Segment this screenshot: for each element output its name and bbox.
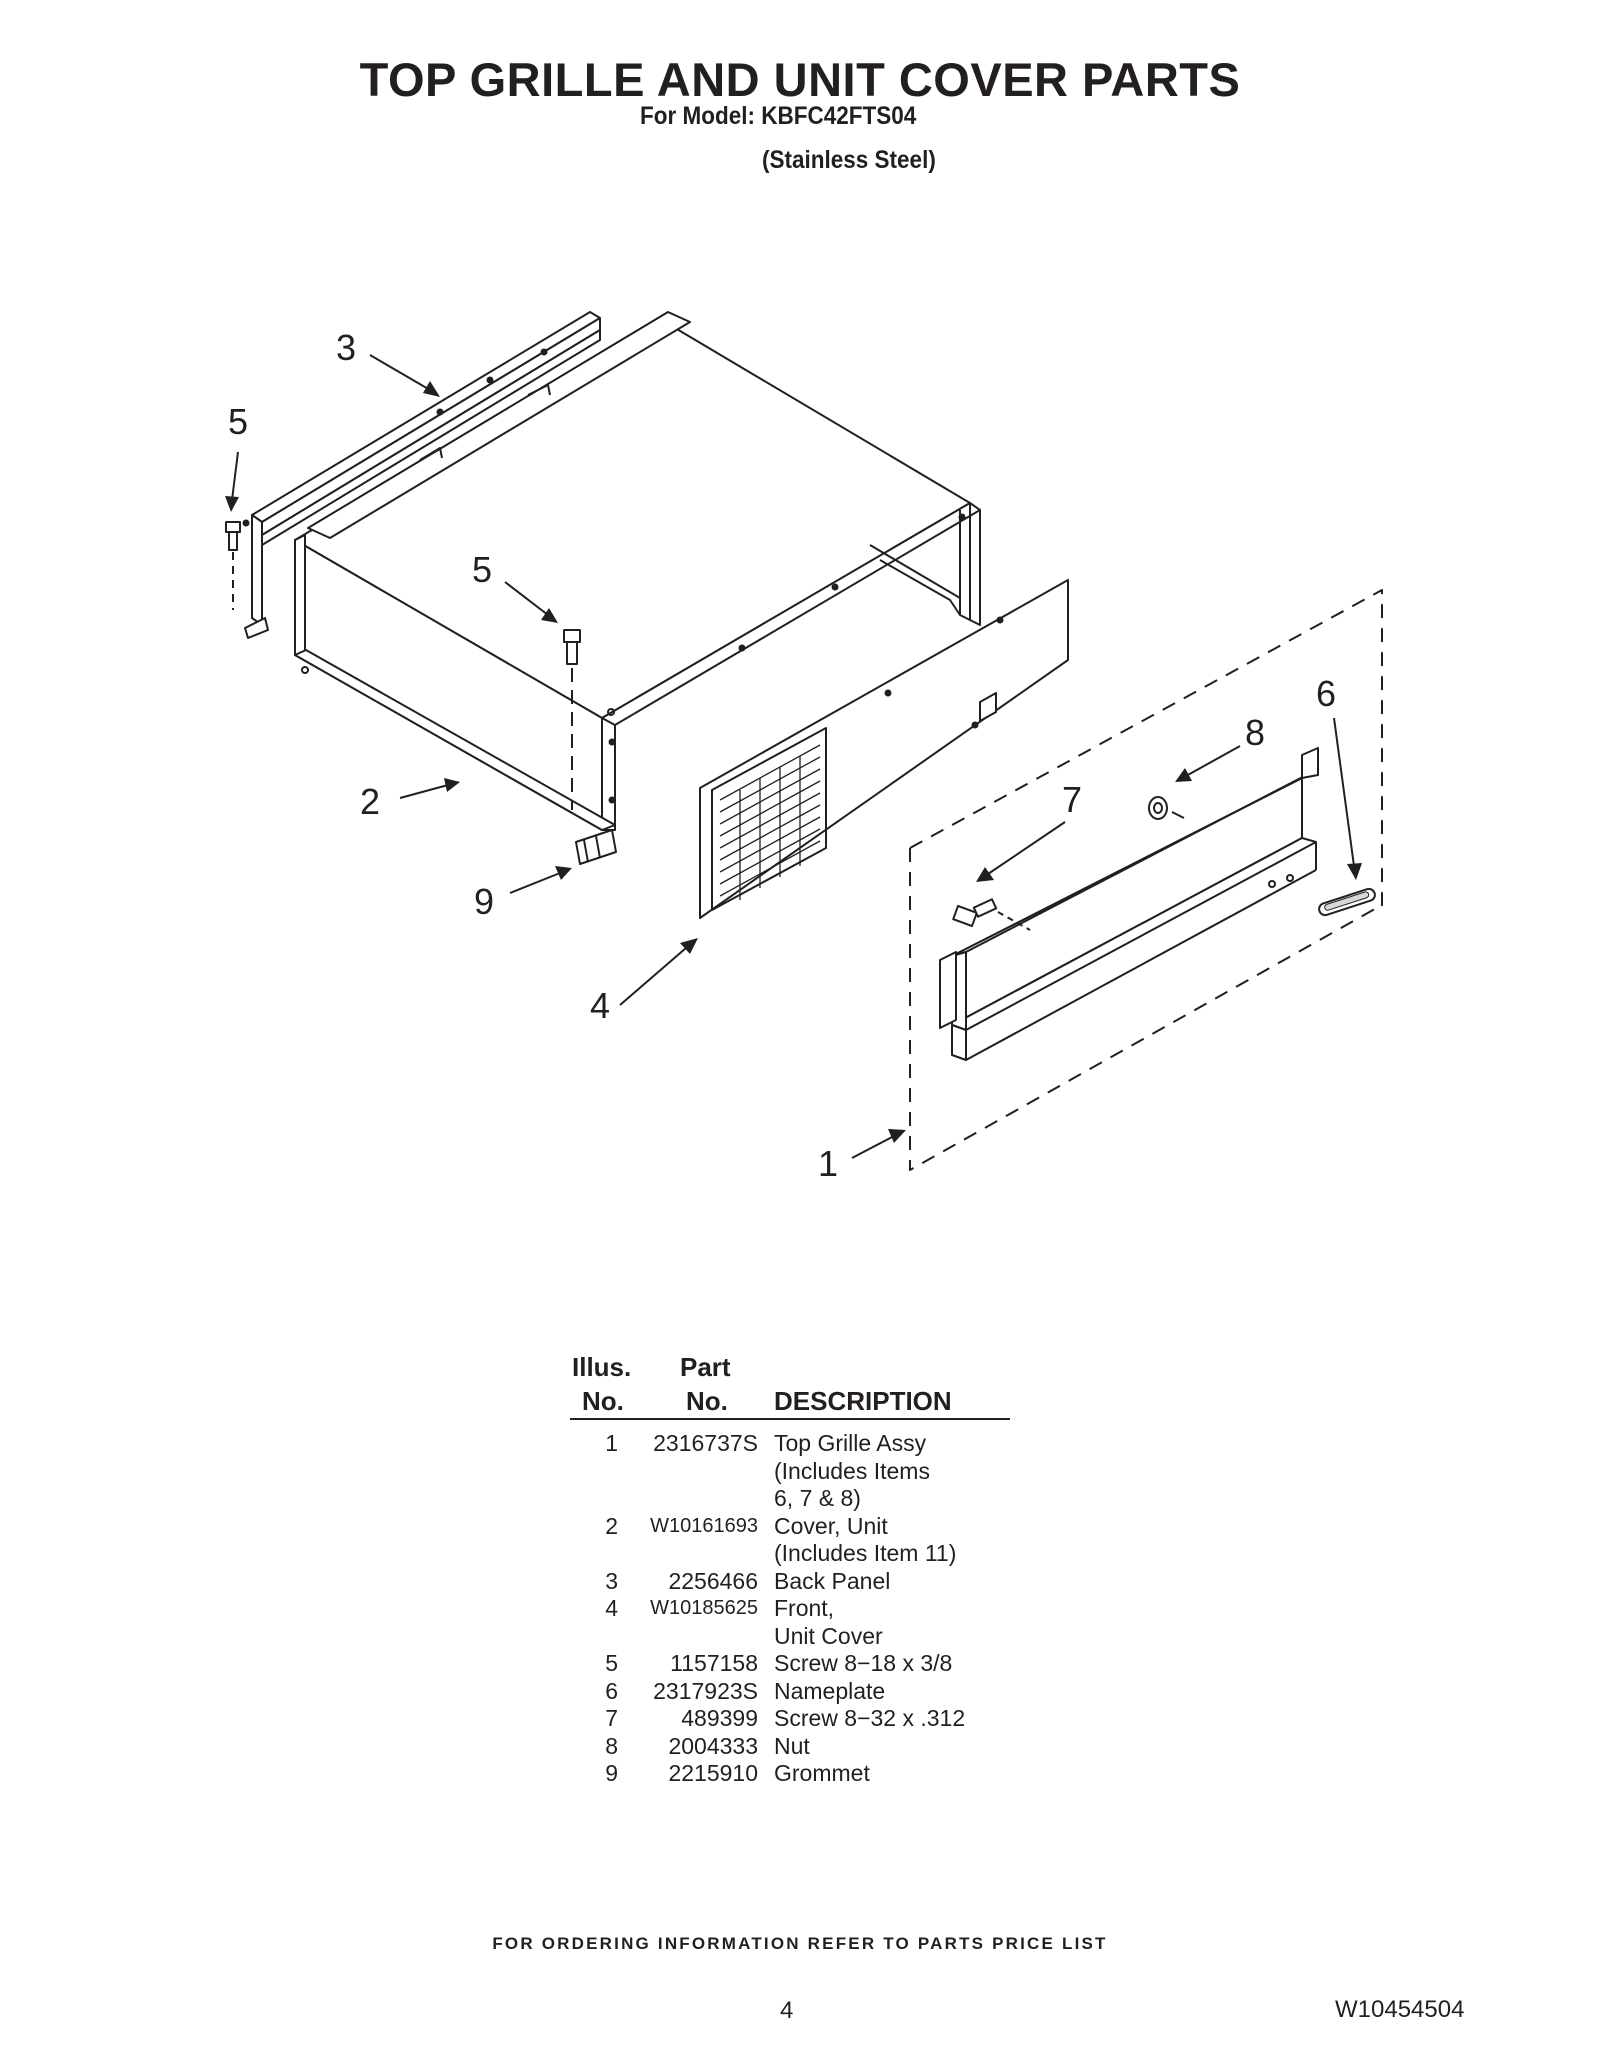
screw-part-5-center bbox=[563, 629, 581, 810]
callout-7: 7 bbox=[1062, 779, 1083, 820]
table-row: 2 W10161693 Cover, Unit bbox=[570, 1513, 1010, 1541]
model-line: For Model: KBFC42FTS04 bbox=[640, 102, 917, 130]
table-row: 7 489399 Screw 8−32 x .312 bbox=[570, 1705, 1010, 1733]
part-no: W10185625 bbox=[650, 1597, 758, 1619]
model-variant: (Stainless Steel) bbox=[762, 146, 936, 174]
illus-no bbox=[570, 1458, 618, 1486]
illus-no: 7 bbox=[605, 1705, 618, 1731]
table-row: 8 2004333 Nut bbox=[570, 1733, 1010, 1761]
front-unit-cover-part bbox=[699, 579, 1069, 919]
part-no bbox=[618, 1623, 758, 1651]
callout-9: 9 bbox=[474, 881, 495, 922]
table-row: 3 2256466 Back Panel bbox=[570, 1568, 1010, 1596]
header-part-line1: Part bbox=[680, 1352, 731, 1382]
part-no: 2004333 bbox=[668, 1732, 758, 1759]
parts-table-header: Illus. No. Part No. DESCRIPTION bbox=[570, 1352, 1010, 1420]
part-no: W10161693 bbox=[650, 1514, 758, 1537]
page-number: 4 bbox=[780, 1997, 794, 2024]
table-row: (Includes Items bbox=[570, 1458, 1010, 1486]
table-row: Unit Cover bbox=[570, 1623, 1010, 1651]
callout-6: 6 bbox=[1316, 673, 1337, 714]
callout-8: 8 bbox=[1245, 712, 1266, 753]
illus-no: 3 bbox=[605, 1567, 618, 1594]
part-description: Cover, Unit bbox=[774, 1512, 888, 1539]
table-row: 6 2317923S Nameplate bbox=[570, 1678, 1010, 1706]
header-part-line2: No. bbox=[686, 1386, 728, 1416]
callout-5-left: 5 bbox=[228, 401, 249, 442]
illus-no: 4 bbox=[605, 1595, 618, 1621]
screw-part-5-left bbox=[225, 521, 241, 610]
part-description: Screw 8−32 x .312 bbox=[774, 1705, 966, 1731]
exploded-parts-diagram bbox=[225, 311, 1383, 1171]
part-no: 2316737S bbox=[653, 1430, 758, 1456]
screw-part-7 bbox=[952, 898, 1031, 931]
callout-3: 3 bbox=[336, 327, 357, 368]
part-no: 2256466 bbox=[668, 1567, 758, 1594]
page-title: TOP GRILLE AND UNIT COVER PARTS bbox=[359, 53, 1241, 106]
callout-5-center: 5 bbox=[472, 549, 493, 590]
illus-no bbox=[570, 1540, 618, 1568]
illus-no: 2 bbox=[605, 1512, 618, 1539]
part-description: (Includes Items bbox=[774, 1457, 930, 1484]
part-no: 2317923S bbox=[653, 1677, 758, 1704]
parts-table-body: 1 2316737S Top Grille Assy (Includes Items… bbox=[570, 1430, 1010, 1788]
table-row: 4 W10185625 Front, bbox=[570, 1595, 1010, 1623]
table-row: 1 2316737S Top Grille Assy bbox=[570, 1430, 1010, 1458]
table-row: 6, 7 & 8) bbox=[570, 1485, 1010, 1513]
part-description: Unit Cover bbox=[774, 1622, 883, 1649]
top-grille-assembly bbox=[909, 589, 1383, 1171]
part-description: Top Grille Assy bbox=[774, 1430, 927, 1456]
illus-no: 1 bbox=[605, 1430, 618, 1456]
part-description: Nut bbox=[774, 1732, 810, 1759]
illus-no: 8 bbox=[605, 1732, 618, 1759]
callout-2: 2 bbox=[360, 781, 381, 822]
nameplate-part bbox=[1318, 887, 1376, 917]
illus-no: 6 bbox=[605, 1677, 618, 1704]
part-description: Back Panel bbox=[774, 1567, 891, 1594]
part-no: 2215910 bbox=[668, 1760, 758, 1786]
illus-no bbox=[570, 1623, 618, 1651]
part-no bbox=[618, 1540, 758, 1568]
part-no: 1157158 bbox=[670, 1650, 758, 1676]
illus-no: 5 bbox=[605, 1650, 618, 1676]
part-no bbox=[618, 1485, 758, 1513]
document-number: W10454504 bbox=[1335, 1996, 1465, 2023]
part-description: (Includes Item 11) bbox=[774, 1540, 957, 1566]
back-panel-part bbox=[242, 311, 601, 639]
table-row: 9 2215910 Grommet bbox=[570, 1760, 1010, 1788]
callout-1: 1 bbox=[818, 1143, 839, 1184]
illus-no: 9 bbox=[605, 1760, 618, 1786]
part-description: 6, 7 & 8) bbox=[774, 1485, 861, 1511]
ordering-note: FOR ORDERING INFORMATION REFER TO PARTS … bbox=[492, 1934, 1108, 1953]
leader-arrows bbox=[225, 354, 1362, 1159]
part-description: Grommet bbox=[774, 1760, 870, 1786]
part-no: 489399 bbox=[681, 1705, 758, 1731]
unit-cover-part bbox=[294, 311, 981, 831]
header-description: DESCRIPTION bbox=[774, 1386, 952, 1416]
callout-4: 4 bbox=[590, 985, 611, 1026]
part-description: Screw 8−18 x 3/8 bbox=[774, 1650, 953, 1676]
part-description: Front, bbox=[774, 1595, 835, 1621]
part-no bbox=[618, 1458, 758, 1486]
table-row: 5 1157158 Screw 8−18 x 3/8 bbox=[570, 1650, 1010, 1678]
grommet-part bbox=[575, 829, 617, 865]
header-illus-line1: Illus. bbox=[572, 1352, 632, 1382]
header-illus-line2: No. bbox=[582, 1386, 624, 1416]
illus-no bbox=[570, 1485, 618, 1513]
table-row: (Includes Item 11) bbox=[570, 1540, 1010, 1568]
part-description: Nameplate bbox=[774, 1677, 886, 1704]
nut-part bbox=[1148, 796, 1185, 820]
parts-table: Illus. No. Part No. DESCRIPTION 1 2316737… bbox=[570, 1352, 1010, 1788]
